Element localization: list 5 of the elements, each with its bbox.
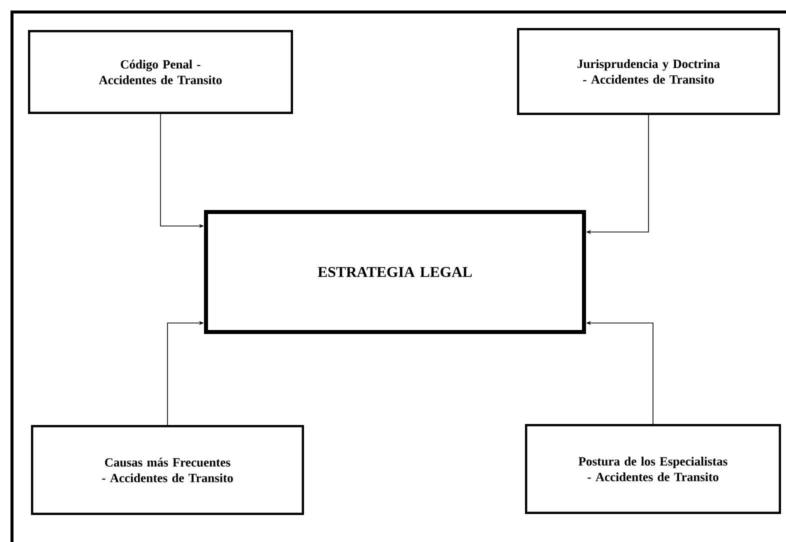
central-box: ESTRATEGIA LEGAL	[204, 210, 586, 334]
topic-box: Postura de los Especialistas - Accidentes de Transito	[525, 424, 781, 514]
topic-box: Causas más Frecuentes - Accidentes de Transito	[31, 425, 304, 515]
topic-box: Código Penal - Accidentes de Transito	[28, 30, 293, 114]
topic-box: Jurisprudencia y Doctrina - Accidentes de Transito	[517, 28, 780, 115]
